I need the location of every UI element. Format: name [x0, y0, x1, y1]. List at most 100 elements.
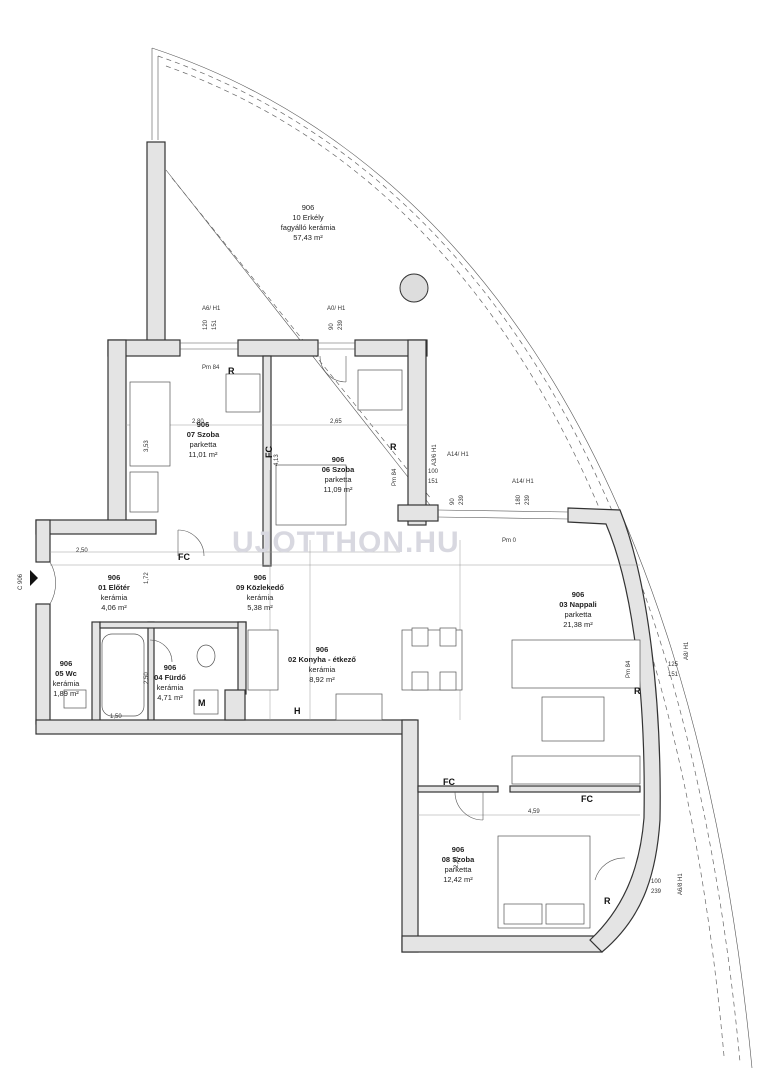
svg-text:Pm 84: Pm 84	[202, 365, 220, 371]
svg-text:120: 120	[203, 319, 209, 330]
svg-text:parketta: parketta	[444, 865, 472, 874]
svg-text:M: M	[198, 698, 206, 708]
svg-text:A14/ H1: A14/ H1	[512, 479, 534, 485]
svg-text:906: 906	[302, 203, 315, 212]
window-lines	[180, 342, 569, 520]
svg-text:12,42 m²: 12,42 m²	[443, 875, 473, 884]
svg-text:10 Erkély: 10 Erkély	[292, 213, 324, 222]
column-circle	[399, 273, 429, 303]
svg-text:151: 151	[212, 319, 218, 330]
svg-text:125: 125	[668, 662, 679, 668]
svg-text:1,89 m²: 1,89 m²	[53, 689, 79, 698]
svg-text:Pm 84: Pm 84	[392, 468, 398, 486]
room-label-kozlekedo: 906 09 Közlekedő kerámia 5,38 m²	[236, 573, 284, 612]
doors	[49, 355, 626, 881]
room-label-szoba-06: 906 06 Szoba parketta 11,09 m²	[322, 455, 355, 494]
svg-text:2,21: 2,21	[454, 856, 460, 868]
svg-text:A3/6 H1: A3/6 H1	[432, 444, 438, 466]
svg-text:01 Előtér: 01 Előtér	[98, 583, 130, 592]
svg-text:FC: FC	[264, 446, 274, 458]
svg-text:A6/8 H1: A6/8 H1	[678, 873, 684, 895]
svg-text:906: 906	[108, 573, 121, 582]
svg-text:90: 90	[450, 498, 456, 505]
svg-text:4,06 m²: 4,06 m²	[101, 603, 127, 612]
svg-text:11,09 m²: 11,09 m²	[323, 485, 353, 494]
svg-text:FC: FC	[178, 552, 190, 562]
svg-text:A14/ H1: A14/ H1	[447, 452, 469, 458]
watermark: UJOTTHON.HU	[232, 526, 460, 559]
svg-text:4,59: 4,59	[528, 809, 540, 815]
svg-text:1,72: 1,72	[144, 572, 150, 584]
svg-text:A6/ H1: A6/ H1	[202, 306, 221, 312]
svg-text:R: R	[634, 686, 641, 696]
svg-text:FC: FC	[581, 794, 593, 804]
room-label-wc: 906 05 Wc kerámia 1,89 m²	[53, 659, 81, 698]
svg-text:02 Konyha - étkező: 02 Konyha - étkező	[288, 655, 356, 664]
room-label-szoba-07: 906 07 Szoba parketta 11,01 m²	[187, 420, 220, 459]
markers: R R R R FC FC FC FC H M Pm 84 Pm 84 Pm 8…	[178, 365, 641, 906]
svg-text:07 Szoba: 07 Szoba	[187, 430, 220, 439]
dimension-texts: 2,80 2,65 3,53 4,13 2,50 1,72 4,59 2,50 …	[76, 419, 540, 868]
balcony-railing	[151, 47, 753, 1069]
svg-text:906: 906	[572, 590, 585, 599]
svg-text:FC: FC	[443, 777, 455, 787]
svg-text:100: 100	[651, 879, 662, 885]
section-mark: C 906	[18, 570, 38, 590]
svg-text:kerámia: kerámia	[309, 665, 337, 674]
svg-text:180: 180	[516, 494, 522, 505]
svg-text:3,53: 3,53	[144, 440, 150, 452]
svg-text:239: 239	[338, 319, 344, 330]
svg-text:5,38 m²: 5,38 m²	[247, 603, 273, 612]
svg-text:R: R	[390, 442, 397, 452]
svg-text:4,13: 4,13	[274, 454, 280, 466]
svg-text:2,65: 2,65	[330, 419, 342, 425]
svg-text:1,50: 1,50	[110, 714, 122, 720]
svg-text:239: 239	[651, 889, 662, 895]
svg-text:239: 239	[525, 494, 531, 505]
window-tags: A6/ H1 A0/ H1 A14/ H1 A14/ H1 A8/ H1 A6/…	[202, 306, 690, 895]
svg-text:kerámia: kerámia	[157, 683, 185, 692]
room-label-furdo: 906 04 Fürdő kerámia 4,71 m²	[154, 663, 186, 702]
svg-text:57,43 m²: 57,43 m²	[293, 233, 323, 242]
svg-text:11,01 m²: 11,01 m²	[188, 450, 218, 459]
furniture	[63, 369, 641, 929]
svg-text:906: 906	[254, 573, 267, 582]
svg-text:151: 151	[668, 672, 679, 678]
svg-text:2,50: 2,50	[76, 548, 88, 554]
svg-text:parketta: parketta	[189, 440, 217, 449]
svg-text:100: 100	[428, 469, 439, 475]
svg-text:09 Közlekedő: 09 Közlekedő	[236, 583, 284, 592]
svg-text:R: R	[228, 366, 235, 376]
svg-text:parketta: parketta	[564, 610, 592, 619]
svg-text:906: 906	[164, 663, 177, 672]
svg-text:906: 906	[316, 645, 329, 654]
svg-text:kerámia: kerámia	[247, 593, 275, 602]
svg-text:906: 906	[452, 845, 465, 854]
svg-text:4,71 m²: 4,71 m²	[157, 693, 183, 702]
svg-text:2,50: 2,50	[144, 672, 150, 684]
svg-text:151: 151	[428, 479, 439, 485]
svg-text:C 906: C 906	[18, 573, 24, 590]
room-label-eloter: 906 01 Előtér kerámia 4,06 m²	[98, 573, 130, 612]
svg-text:kerámia: kerámia	[101, 593, 129, 602]
svg-text:906: 906	[197, 420, 210, 429]
svg-text:A8/ H1: A8/ H1	[684, 641, 690, 660]
svg-text:2,80: 2,80	[192, 419, 204, 425]
room-label-szoba-08: 906 08 Szoba parketta 12,42 m²	[442, 845, 475, 884]
svg-text:kerámia: kerámia	[53, 679, 81, 688]
room-labels: 906 10 Erkély fagyálló kerámia 57,43 m² …	[53, 203, 597, 884]
svg-text:H: H	[294, 706, 301, 716]
svg-text:05 Wc: 05 Wc	[55, 669, 77, 678]
svg-text:parketta: parketta	[324, 475, 352, 484]
svg-text:239: 239	[459, 494, 465, 505]
window-sizes: 120 151 90 239 100 151 90 239 180 239 12…	[203, 319, 679, 895]
svg-text:21,38 m²: 21,38 m²	[563, 620, 593, 629]
svg-text:A0/ H1: A0/ H1	[327, 306, 346, 312]
svg-text:906: 906	[332, 455, 345, 464]
svg-text:90: 90	[329, 323, 335, 330]
room-label-erkely: 906 10 Erkély fagyálló kerámia 57,43 m²	[281, 203, 336, 242]
svg-text:06 Szoba: 06 Szoba	[322, 465, 355, 474]
svg-text:08 Szoba: 08 Szoba	[442, 855, 475, 864]
room-label-konyha: 906 02 Konyha - étkező kerámia 8,92 m²	[288, 645, 356, 684]
